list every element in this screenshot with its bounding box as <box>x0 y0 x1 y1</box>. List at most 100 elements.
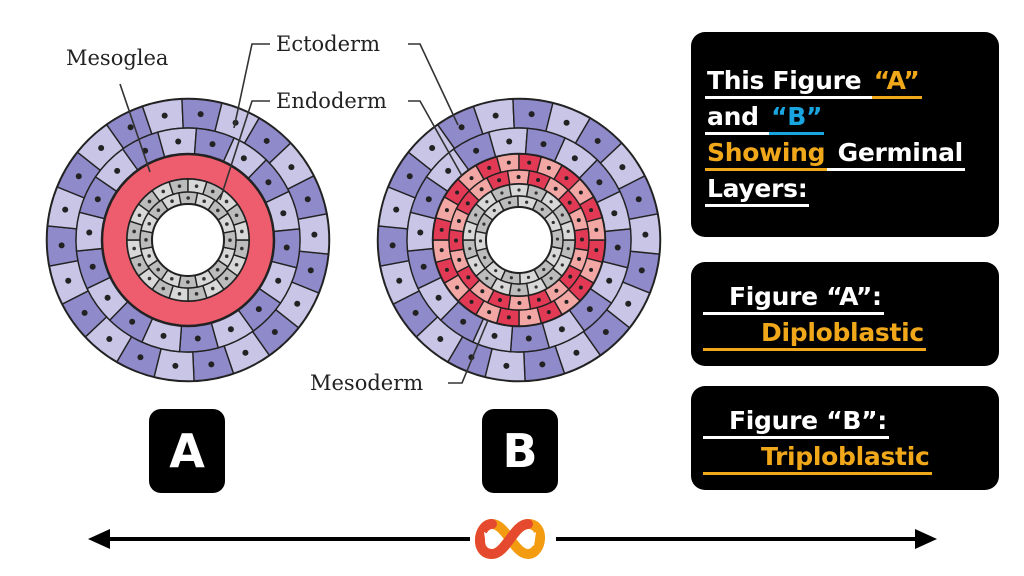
cell-nucleus <box>554 288 559 293</box>
cell-nucleus <box>94 196 101 203</box>
cell-nucleus <box>209 141 216 148</box>
cell-nucleus <box>454 238 459 243</box>
intro-line-1: This Figure “A” <box>705 66 922 99</box>
cell-nucleus <box>186 280 190 284</box>
cell-nucleus <box>594 227 599 232</box>
cell-nucleus <box>516 175 521 180</box>
cell-nucleus <box>197 111 204 118</box>
cell-nucleus <box>577 257 582 262</box>
cell-nucleus <box>58 242 65 249</box>
cell-nucleus <box>255 306 262 313</box>
cell-nucleus <box>228 238 232 242</box>
cell-nucleus <box>506 160 511 165</box>
cell-nucleus <box>242 349 249 356</box>
figure-b-badge: B <box>482 409 558 493</box>
cell-nucleus <box>435 294 442 301</box>
cell-nucleus <box>560 213 564 217</box>
figure-b-panel-value-row: Triploblastic <box>703 442 932 475</box>
cell-nucleus <box>429 145 436 152</box>
cell-nucleus <box>500 285 504 289</box>
cell-nucleus <box>89 263 96 270</box>
cell-nucleus <box>479 187 484 192</box>
cell-nucleus <box>589 208 594 213</box>
label-mesoderm: Mesoderm <box>310 371 423 395</box>
cell-nucleus <box>635 196 642 203</box>
cell-nucleus <box>127 124 134 131</box>
cell-nucleus <box>485 200 489 204</box>
cell-nucleus <box>210 189 215 194</box>
cell-nucleus <box>576 218 581 223</box>
cell-nucleus <box>169 276 174 281</box>
cell-nucleus <box>132 246 136 251</box>
cell-nucleus <box>571 155 578 162</box>
cell-nucleus <box>527 315 532 320</box>
cell-nucleus <box>240 155 247 162</box>
cell-nucleus <box>542 267 546 272</box>
cell-nucleus <box>263 137 270 144</box>
cell-nucleus <box>553 186 558 191</box>
cell-nucleus <box>294 300 301 307</box>
cell-nucleus <box>156 208 161 212</box>
cell-nucleus <box>62 206 69 213</box>
cell-nucleus <box>406 173 413 180</box>
cell-nucleus <box>491 332 498 339</box>
cell-nucleus <box>194 335 201 342</box>
cell-nucleus <box>137 354 144 361</box>
cell-nucleus <box>534 191 538 195</box>
cell-nucleus <box>234 213 239 218</box>
cell-nucleus <box>546 310 551 315</box>
cell-nucleus <box>225 222 229 226</box>
cell-nucleus <box>507 201 512 205</box>
cell-nucleus <box>104 294 111 301</box>
cell-nucleus <box>311 231 318 238</box>
cell-nucleus <box>611 210 618 217</box>
cell-nucleus <box>497 298 502 303</box>
label-leader-lines <box>119 43 489 384</box>
cell-nucleus <box>540 141 547 148</box>
cell-nucleus <box>578 190 583 195</box>
cell-nucleus <box>517 300 522 305</box>
figure-b-panel: Figure “B”: Triploblastic <box>691 386 999 490</box>
cell-nucleus <box>455 190 460 195</box>
figure-a-panel-title: Figure “A”: <box>703 282 884 315</box>
cell-nucleus <box>234 262 239 267</box>
cell-nucleus <box>227 326 234 333</box>
cell-nucleus <box>65 277 72 284</box>
cell-nucleus <box>420 263 427 270</box>
cell-nucleus <box>425 196 432 203</box>
cell-nucleus <box>202 199 207 204</box>
label-endoderm: Endoderm <box>276 89 387 113</box>
cell-nucleus <box>224 254 229 259</box>
cell-nucleus <box>485 276 489 280</box>
cell-nucleus <box>177 184 182 188</box>
cell-nucleus <box>106 336 113 343</box>
cell-nucleus <box>175 138 182 145</box>
cell-nucleus <box>456 218 461 223</box>
ectoderm-leader-b <box>408 43 459 126</box>
cell-nucleus <box>563 119 570 126</box>
cell-nucleus <box>194 292 199 296</box>
cell-nucleus <box>304 196 311 203</box>
cell-nucleus <box>487 165 492 170</box>
cell-nucleus <box>457 257 462 262</box>
cell-nucleus <box>465 201 470 206</box>
infinity-logo-icon <box>475 519 545 560</box>
cell-nucleus <box>579 237 584 242</box>
intro-line-3-highlight: Showing <box>705 138 828 171</box>
cell-nucleus <box>573 349 580 356</box>
cell-nucleus <box>546 165 551 170</box>
cell-nucleus <box>215 268 220 272</box>
cell-nucleus <box>393 206 400 213</box>
figure-a-panel-title-row: Figure “A”: <box>703 282 884 315</box>
intro-line-4-text: Layers: <box>705 174 810 207</box>
cell-nucleus <box>534 285 538 289</box>
cell-nucleus <box>265 179 272 186</box>
cell-nucleus <box>240 229 244 234</box>
cell-nucleus <box>137 262 142 267</box>
cell-nucleus <box>558 326 565 333</box>
cell-nucleus <box>466 275 471 280</box>
cell-nucleus <box>161 286 166 291</box>
cell-nucleus <box>517 288 521 292</box>
figure-b-panel-value: Triploblastic <box>703 442 932 475</box>
endoderm-leader-b <box>408 100 463 177</box>
